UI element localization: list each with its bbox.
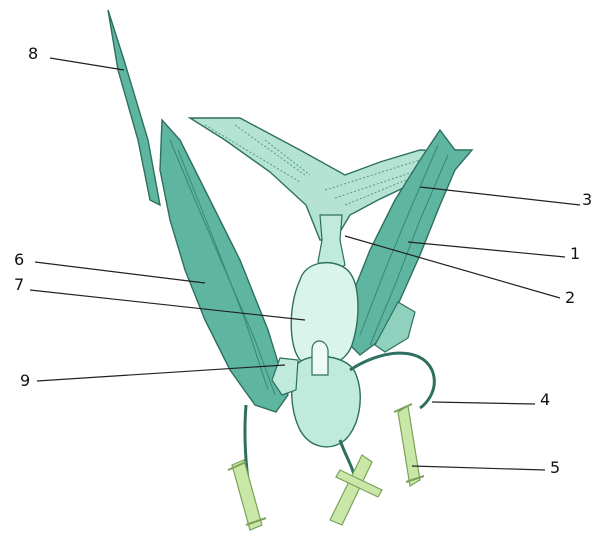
leader-5 (412, 466, 545, 470)
bone-right (394, 404, 424, 486)
label-3: 3 (582, 192, 592, 208)
knob (312, 341, 328, 375)
label-7: 7 (14, 277, 24, 293)
right-tendon-loop (350, 353, 434, 408)
leader-6 (35, 262, 205, 283)
label-2: 2 (565, 290, 575, 306)
label-9: 9 (20, 373, 30, 389)
leader-7 (30, 290, 305, 320)
bone-center (330, 455, 382, 525)
label-6: 6 (14, 252, 24, 268)
leader-4 (432, 402, 535, 404)
label-1: 1 (570, 246, 580, 262)
leader-1 (408, 242, 565, 257)
label-8: 8 (28, 46, 38, 62)
leader-8 (50, 58, 124, 70)
bone-left (228, 460, 266, 530)
label-5: 5 (550, 460, 560, 476)
label-4: 4 (540, 392, 550, 408)
thin-muscle-strip (108, 10, 160, 205)
